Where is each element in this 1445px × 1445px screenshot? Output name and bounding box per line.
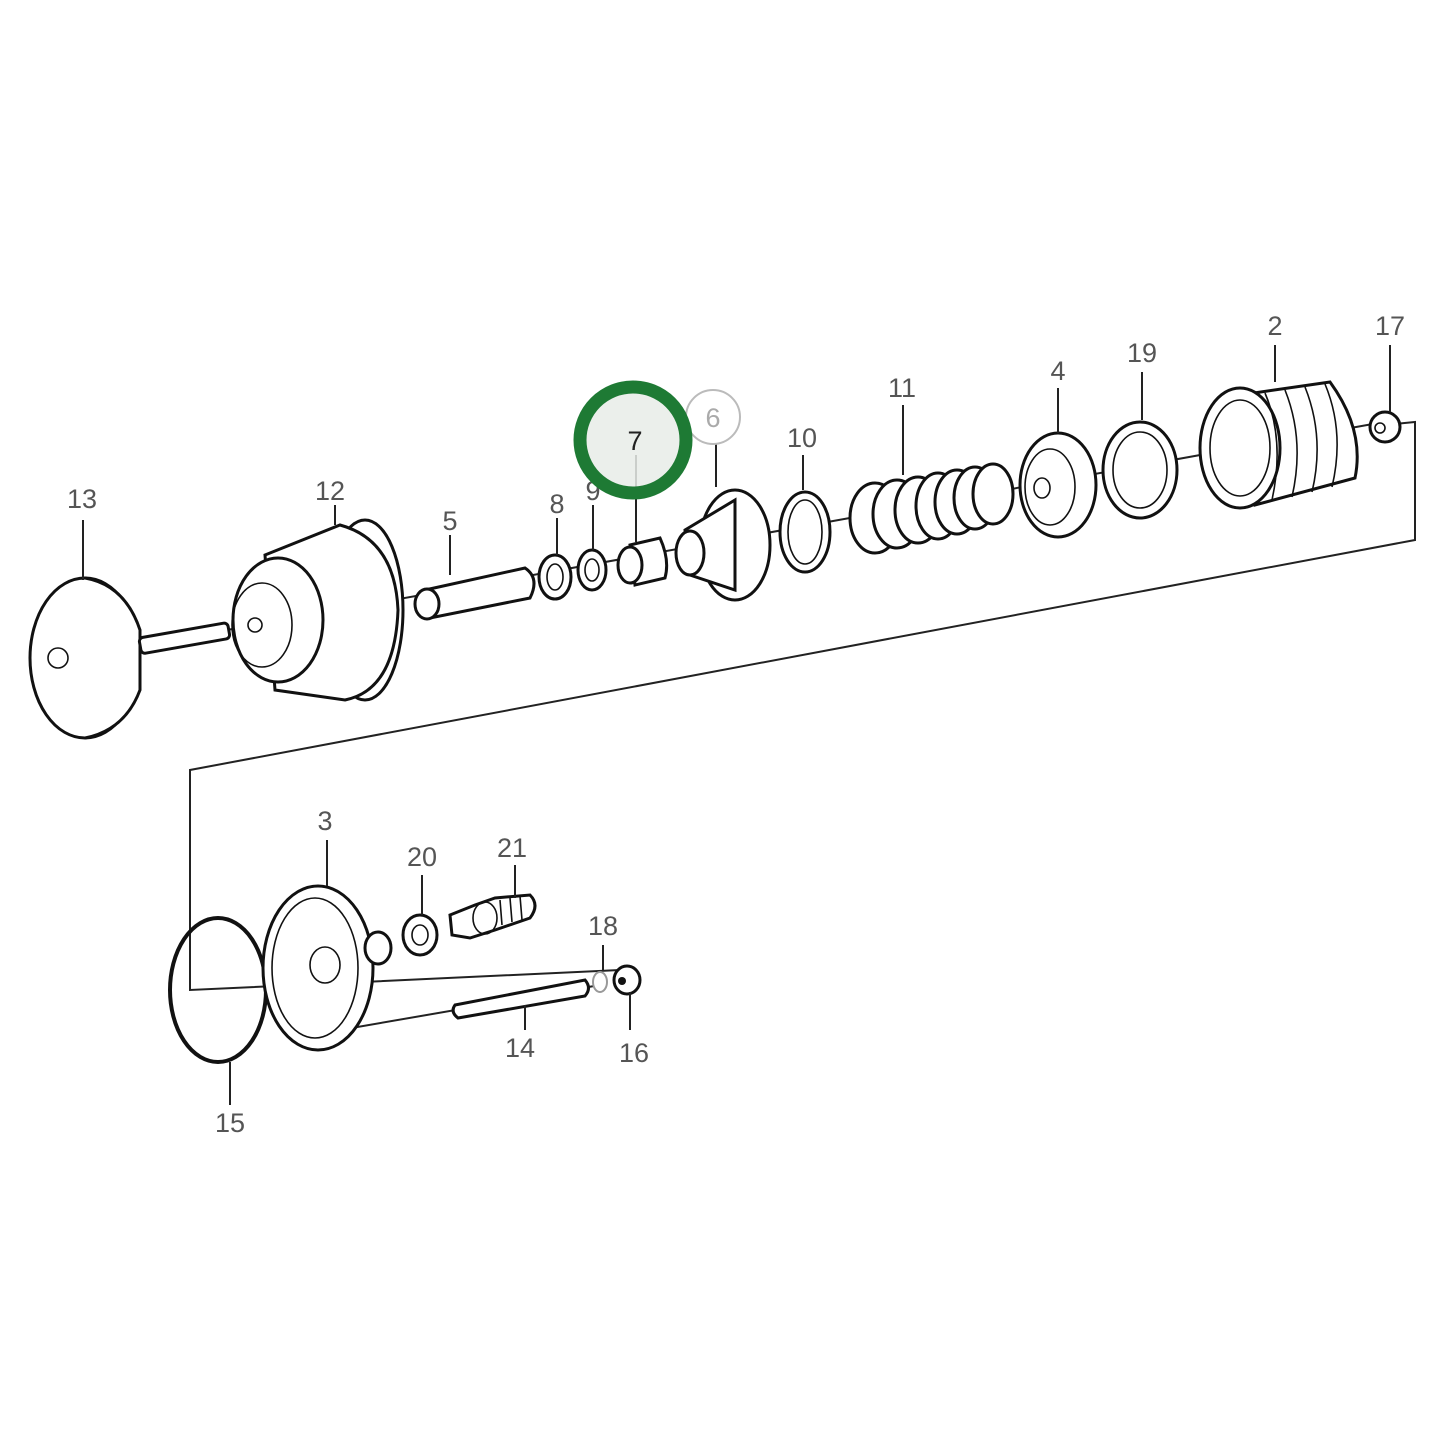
part-5-sleeve[interactable] xyxy=(413,566,536,621)
part-8-washer[interactable] xyxy=(537,553,573,601)
label-13: 13 xyxy=(67,484,97,514)
label-7: 7 xyxy=(627,426,642,456)
connector-line xyxy=(189,420,1416,992)
label-20: 20 xyxy=(407,842,437,872)
part-6-valve-seat[interactable] xyxy=(674,488,772,602)
highlight-marker-part-7[interactable]: 7 xyxy=(573,380,693,500)
part-12-housing[interactable] xyxy=(231,518,405,702)
label-11: 11 xyxy=(888,373,916,403)
part-4-retainer[interactable] xyxy=(1018,431,1098,539)
part-19-ring[interactable] xyxy=(1101,420,1179,520)
part-15-o-ring[interactable] xyxy=(168,916,268,1064)
part-20-washer[interactable] xyxy=(363,913,439,966)
part-18-lock-washer[interactable] xyxy=(592,971,608,993)
label-12: 12 xyxy=(315,476,345,506)
part-3-cover[interactable] xyxy=(261,884,375,1052)
label-15: 15 xyxy=(215,1108,245,1138)
label-2: 2 xyxy=(1267,311,1282,341)
part-16-nut[interactable] xyxy=(612,964,642,996)
label-21: 21 xyxy=(497,833,527,863)
label-18: 18 xyxy=(588,911,618,941)
label-10: 10 xyxy=(787,423,817,453)
label-5: 5 xyxy=(442,506,457,536)
label-16: 16 xyxy=(619,1038,649,1068)
part-2-bellows[interactable] xyxy=(1198,380,1359,510)
part-21-valve[interactable] xyxy=(448,893,537,940)
part-10-ring[interactable] xyxy=(778,490,832,574)
label-6: 6 xyxy=(705,403,720,433)
label-8: 8 xyxy=(549,489,564,519)
part-17-nut[interactable] xyxy=(1368,410,1402,444)
part-13-piston-cap[interactable] xyxy=(28,576,232,740)
label-4: 4 xyxy=(1050,356,1065,386)
part-9-washer[interactable] xyxy=(576,548,608,592)
part-14-stud[interactable] xyxy=(451,978,590,1020)
label-3: 3 xyxy=(317,806,332,836)
part-7-bushing[interactable] xyxy=(616,536,669,587)
part-11-spring[interactable] xyxy=(848,462,1015,555)
label-14: 14 xyxy=(505,1033,535,1063)
label-19: 19 xyxy=(1127,338,1157,368)
label-17: 17 xyxy=(1375,311,1405,341)
